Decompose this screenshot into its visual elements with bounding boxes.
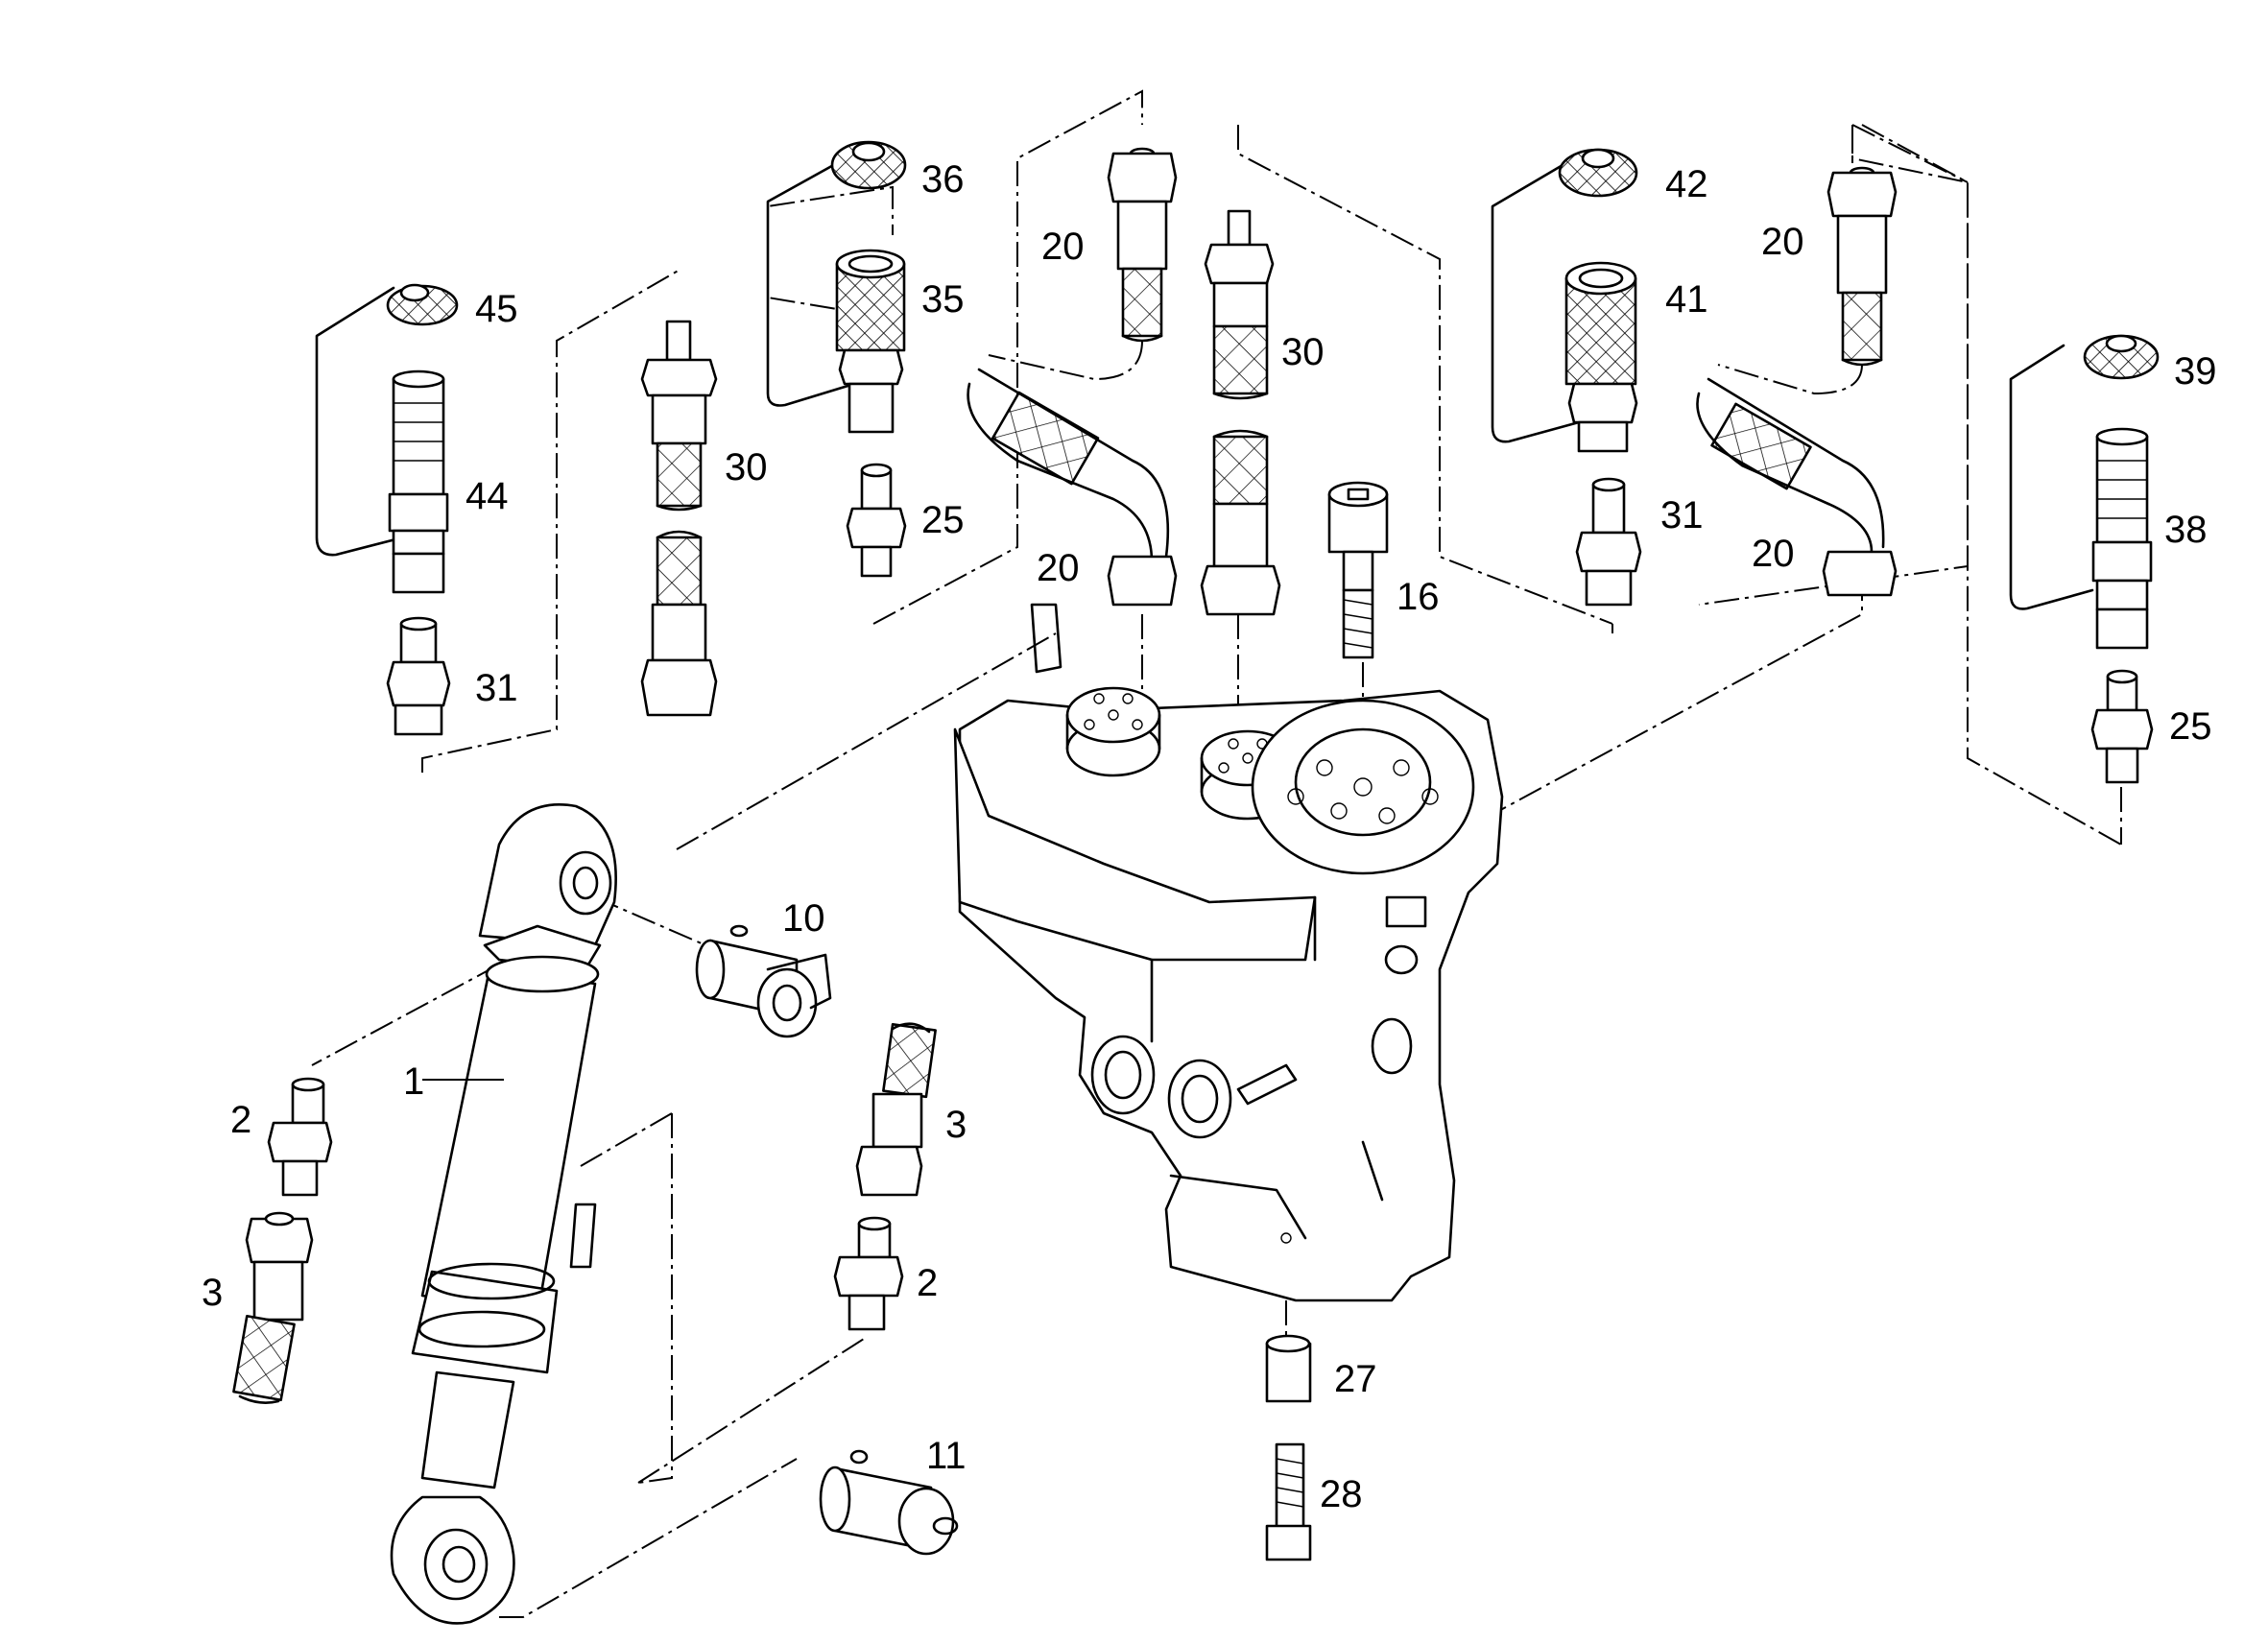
part-45-44-31: [315, 283, 459, 736]
callout-28: 28: [1320, 1473, 1363, 1515]
callout-30: 30: [725, 446, 768, 488]
callout-3: 3: [202, 1272, 223, 1314]
callout-16: 16: [1397, 576, 1440, 618]
callout-labels: 36 20 35 30 45 30 44 25 20 31 16 42 20 4…: [202, 158, 2217, 1515]
callout-35: 35: [921, 278, 965, 321]
callout-30: 30: [1281, 331, 1325, 373]
part-3-2-center: [833, 1022, 937, 1331]
callout-42: 42: [1665, 163, 1708, 205]
part-11-pin: [819, 1449, 959, 1556]
callout-2: 2: [230, 1099, 251, 1141]
part-2-3-left: [232, 1077, 333, 1404]
callout-41: 41: [1665, 278, 1708, 321]
callout-31: 31: [1660, 494, 1704, 536]
callout-10: 10: [782, 897, 825, 940]
callout-45: 45: [475, 288, 518, 330]
callout-1: 1: [403, 1060, 424, 1103]
callout-25: 25: [2169, 705, 2212, 748]
part-30-left: [640, 320, 718, 717]
part-36-35-25: [766, 140, 907, 578]
callout-25: 25: [921, 499, 965, 541]
callout-36: 36: [921, 158, 965, 201]
callout-20: 20: [1752, 533, 1795, 575]
part-10-pin: [695, 924, 832, 1038]
callout-20: 20: [1761, 221, 1804, 263]
callout-27: 27: [1334, 1358, 1377, 1400]
callout-3: 3: [945, 1104, 967, 1146]
callout-39: 39: [2174, 350, 2217, 393]
part-20-center: [967, 147, 1178, 607]
part-16-bolt: [1327, 481, 1389, 659]
callout-20: 20: [1041, 226, 1085, 268]
callout-2: 2: [917, 1262, 938, 1304]
callout-38: 38: [2164, 509, 2208, 551]
callout-20: 20: [1037, 547, 1080, 589]
part-1-shock-absorber: [390, 803, 617, 1625]
part-42-41-31: [1491, 148, 1642, 607]
callout-11: 11: [926, 1435, 967, 1477]
part-30-center: [1200, 209, 1281, 616]
part-27-28: [1265, 1334, 1312, 1561]
main-housing: [953, 603, 1504, 1302]
callout-31: 31: [475, 667, 518, 709]
part-39-38-25: [2009, 334, 2160, 784]
dash-dot-lines: [311, 89, 2122, 1618]
part-20-right: [1696, 166, 1898, 597]
callout-44: 44: [466, 475, 509, 517]
